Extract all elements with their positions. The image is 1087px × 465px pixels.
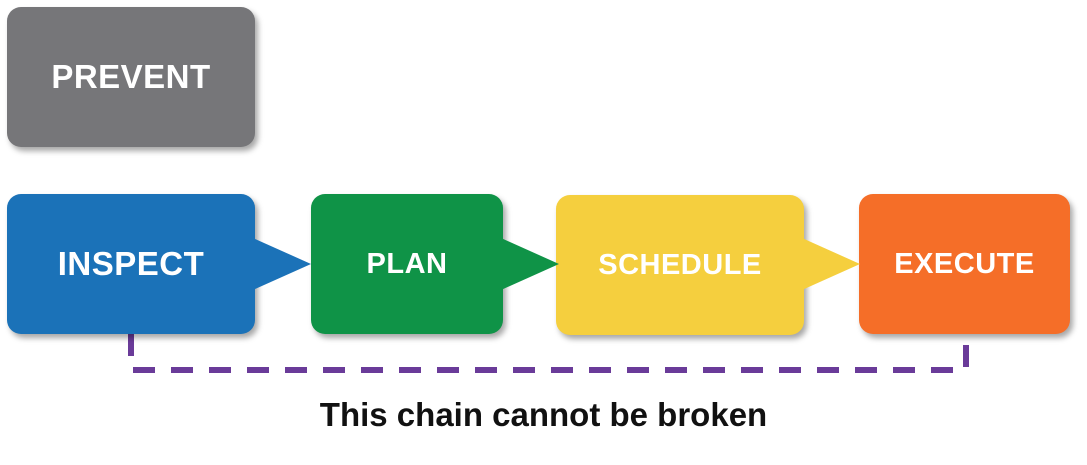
plan-box: PLAN (311, 194, 503, 334)
plan-label: PLAN (366, 247, 448, 280)
prevent-label: PREVENT (51, 58, 211, 95)
chain-caption: This chain cannot be broken (319, 396, 768, 433)
inspect-box: INSPECT (7, 194, 255, 334)
inspect-label: INSPECT (57, 245, 205, 282)
schedule-to-execute-arrow (802, 238, 860, 290)
execute-label: EXECUTE (894, 247, 1035, 280)
schedule-box: SCHEDULE (556, 195, 804, 335)
prevent-box: PREVENT (7, 7, 255, 147)
loop-connector-line (128, 334, 969, 373)
schedule-label: SCHEDULE (598, 248, 762, 281)
execute-box: EXECUTE (859, 194, 1070, 334)
inspect-to-plan-arrow (253, 238, 311, 290)
plan-to-schedule-arrow (501, 238, 559, 290)
